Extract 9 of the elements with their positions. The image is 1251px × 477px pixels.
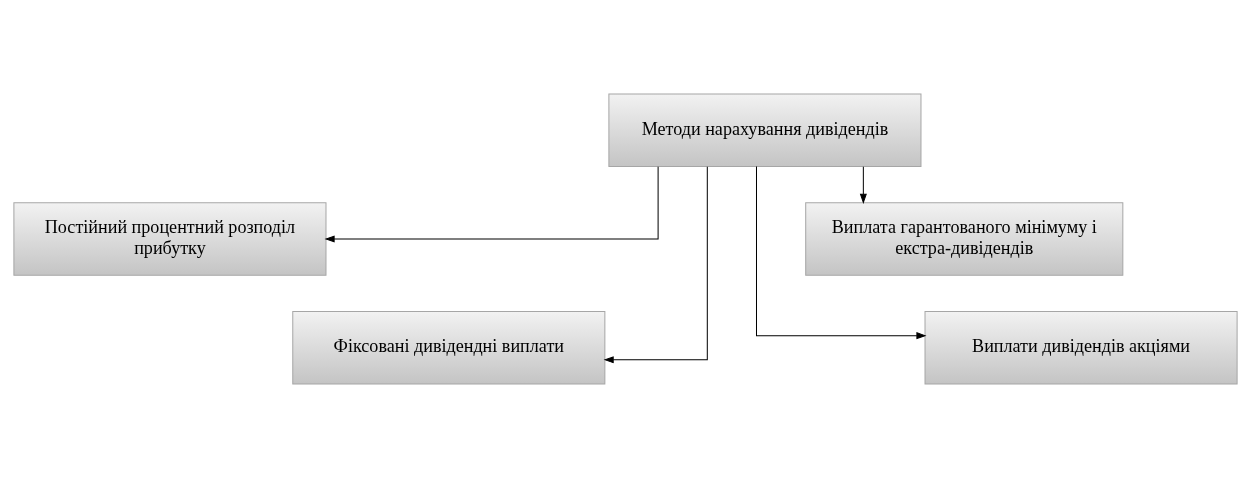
node-box: Виплата гарантованого мінімуму і екстра-дивідендів bbox=[805, 201, 1124, 276]
node-box: Фіксовані дивідендні виплати bbox=[292, 310, 606, 384]
node-box: Виплати дивідендів акціями bbox=[924, 310, 1238, 384]
node-box: Методи нарахування дивідендів bbox=[608, 93, 922, 167]
arrow bbox=[603, 165, 708, 363]
arrow bbox=[324, 165, 659, 243]
arrow bbox=[756, 165, 927, 339]
arrow bbox=[859, 165, 867, 204]
node-box: Постійний процентний розподіл прибутку bbox=[13, 201, 327, 276]
